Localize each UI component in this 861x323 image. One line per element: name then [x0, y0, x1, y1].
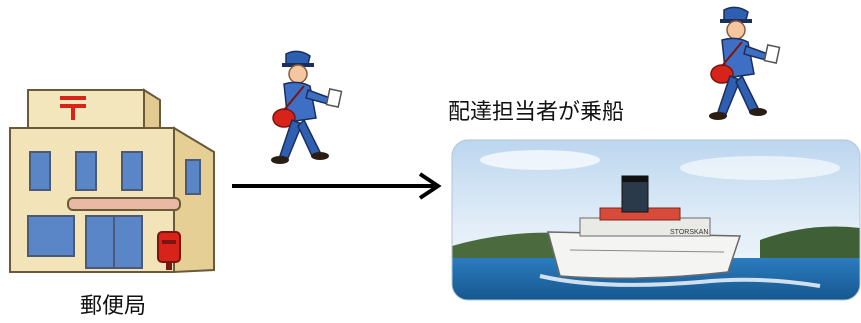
- post-office-building-icon: [9, 88, 215, 274]
- mailbox-icon: [157, 231, 181, 270]
- mail-carrier-icon: [271, 50, 343, 164]
- arrow-right-icon: [232, 172, 442, 200]
- mail-carrier-icon: [709, 6, 781, 120]
- steamship-photo: STORSKAN: [451, 139, 861, 301]
- boarding-label: 配達担当者が乗船: [448, 100, 625, 125]
- postal-mark-icon: [60, 96, 86, 120]
- ship-name-text: STORSKAN: [670, 229, 708, 236]
- post-office-label: 郵便局: [80, 294, 147, 319]
